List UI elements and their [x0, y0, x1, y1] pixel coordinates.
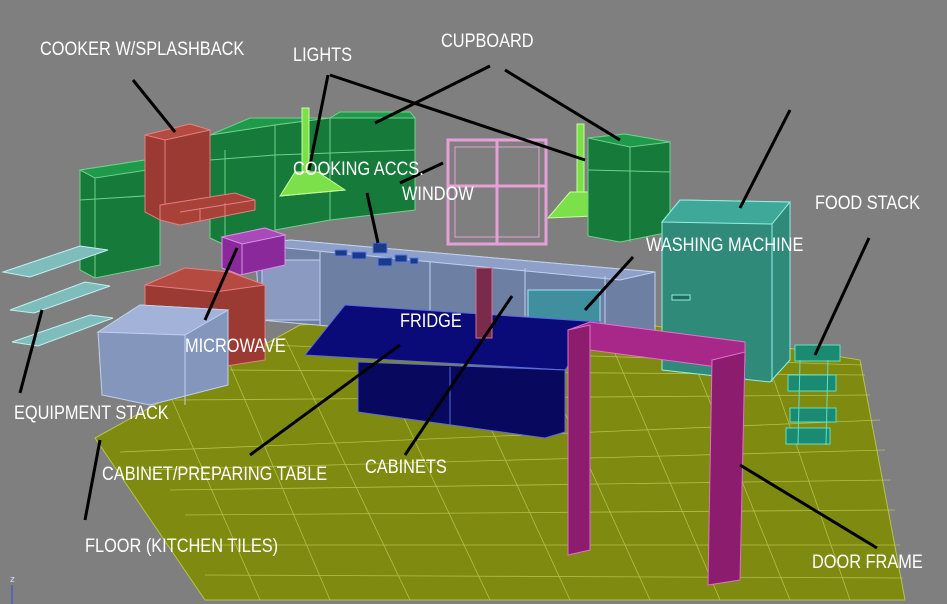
preparing-table-cabinet: [96, 304, 230, 406]
cooking-accessories: [334, 242, 419, 267]
leader-lines: [18, 64, 878, 550]
label-cabinets: CABINETS: [365, 457, 447, 478]
window-frame: [446, 138, 548, 246]
label-food-stack: FOOD STACK: [815, 193, 921, 214]
label-lights: LIGHTS: [293, 45, 353, 66]
door-frame: [567, 321, 746, 586]
label-door-frame: DOOR FRAME: [812, 552, 923, 573]
label-cooker: COOKER W/SPLASHBACK: [40, 39, 245, 60]
axis-z-label: z: [10, 575, 15, 585]
cupboard-right: [587, 133, 671, 243]
label-cooking-accs: COOKING ACCS.: [293, 159, 424, 180]
label-washing-machine: WASHING MACHINE: [646, 235, 804, 256]
label-equipment-stack: EQUIPMENT STACK: [14, 403, 169, 424]
label-cupboard: CUPBOARD: [441, 31, 534, 52]
fridge-island: [304, 304, 601, 439]
light-left: [279, 107, 347, 197]
label-microwave: MICROWAVE: [185, 336, 286, 357]
equipment-stack: [1, 245, 114, 347]
label-window: WINDOW: [402, 184, 474, 205]
microwave: [220, 227, 287, 276]
label-cabinet-table: CABINET/PREPARING TABLE: [102, 464, 328, 485]
label-fridge: FRIDGE: [400, 311, 462, 332]
cooker-splashback: [144, 123, 256, 226]
label-floor: FLOOR (KITCHEN TILES): [85, 536, 279, 557]
